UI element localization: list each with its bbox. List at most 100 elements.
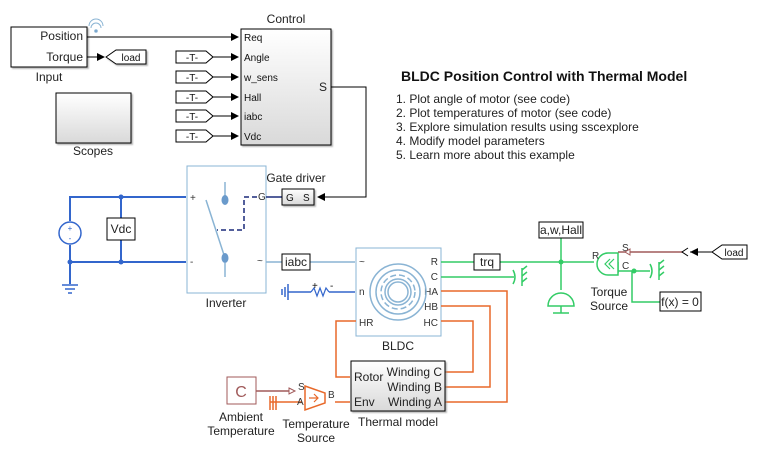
svg-text:G: G — [258, 192, 266, 203]
dc-voltage-source[interactable]: + - — [58, 221, 82, 245]
load-from-tag[interactable]: load — [711, 244, 748, 260]
svg-text:-T-: -T- — [186, 132, 198, 143]
svg-text:Req: Req — [244, 33, 262, 44]
scopes-label: Scopes — [73, 144, 113, 158]
svg-text:+: + — [312, 281, 318, 292]
svg-text:HC: HC — [424, 318, 438, 329]
from-tag-angle: -T- — [175, 50, 214, 64]
svg-text:Rotor: Rotor — [354, 370, 383, 384]
svg-text:-: - — [330, 281, 333, 292]
svg-text:trq: trq — [480, 255, 494, 269]
mechanical-reference-icon — [512, 265, 528, 286]
trq-goto[interactable]: trq — [473, 253, 501, 271]
svg-text:-T-: -T- — [186, 73, 198, 84]
wireless-icon — [88, 18, 104, 33]
svg-text:Winding C: Winding C — [387, 365, 443, 379]
thermal-wires[interactable] — [270, 290, 508, 403]
svg-text:HB: HB — [424, 302, 438, 313]
svg-text:G: G — [286, 193, 294, 204]
svg-text:C: C — [622, 261, 629, 272]
svg-text:~: ~ — [257, 256, 263, 267]
from-tags[interactable]: -T- -T- -T- -T- -T- — [175, 50, 214, 143]
input-label: Input — [36, 70, 63, 84]
svg-text:iabc: iabc — [285, 255, 307, 269]
ground-icon — [62, 284, 78, 294]
svg-text:~: ~ — [359, 257, 365, 268]
svg-text:-T-: -T- — [186, 112, 198, 123]
control-output-line[interactable] — [317, 86, 367, 201]
input-block[interactable]: Position Torque Input — [10, 26, 88, 84]
svg-text:A: A — [297, 397, 304, 408]
load-goto-tag[interactable]: load — [105, 49, 147, 65]
inverter-label: Inverter — [206, 296, 247, 310]
bldc-label: BLDC — [382, 339, 414, 353]
svg-text:S: S — [298, 382, 305, 393]
inverter-block[interactable]: + - G ~ Inverter — [186, 165, 267, 310]
svg-text:load: load — [122, 53, 141, 64]
model-title: BLDC Position Control with Thermal Model — [401, 68, 687, 84]
svg-text:Temperature: Temperature — [207, 424, 275, 438]
svg-text:+: + — [190, 193, 196, 204]
svg-text:C: C — [235, 384, 247, 401]
solver-configuration[interactable]: f(x) = 0 — [659, 291, 702, 312]
svg-text:Env: Env — [354, 395, 375, 409]
svg-text:Angle: Angle — [244, 53, 270, 64]
svg-text:Winding B: Winding B — [387, 380, 442, 394]
control-label: Control — [267, 12, 306, 26]
ps-converter[interactable] — [681, 247, 712, 257]
ambient-temperature-block[interactable]: C Ambient Temperature — [207, 376, 275, 438]
from-tag-w-sens: -T- — [175, 70, 214, 84]
ground-icon — [281, 284, 289, 300]
from-tag-hall: -T- — [175, 90, 214, 104]
gate-driver-label: Gate driver — [266, 171, 325, 185]
svg-text:-T-: -T- — [186, 53, 198, 64]
link-plot-angle[interactable]: 1. Plot angle of motor (see code) — [396, 92, 570, 106]
svg-text:Source: Source — [590, 299, 628, 313]
thermal-model-block[interactable]: Rotor Env Winding C Winding B Winding A … — [350, 360, 446, 429]
svg-text:Temperature: Temperature — [282, 417, 350, 431]
svg-text:Vdc: Vdc — [111, 222, 132, 236]
from-tag-iabc: -T- — [175, 109, 214, 123]
svg-text:S: S — [622, 243, 629, 254]
svg-text:B: B — [328, 390, 335, 401]
control-subsystem[interactable]: Control Req Angle w_sens Hall iabc Vdc S — [240, 12, 332, 146]
from-tag-vdc: -T- — [175, 129, 214, 143]
svg-text:-T-: -T- — [186, 93, 198, 104]
svg-text:+: + — [68, 224, 73, 233]
inertia-icon[interactable] — [547, 292, 575, 314]
switch-icon — [205, 182, 257, 277]
svg-text:Torque: Torque — [591, 285, 628, 299]
link-plot-temperatures[interactable]: 2. Plot temperatures of motor (see code) — [396, 106, 611, 120]
svg-text:HR: HR — [359, 318, 373, 329]
svg-text:a,w,Hall: a,w,Hall — [540, 223, 582, 237]
iabc-goto[interactable]: iabc — [281, 253, 311, 271]
svg-text:w_sens: w_sens — [243, 73, 278, 84]
svg-text:Vdc: Vdc — [244, 132, 261, 143]
svg-text:Hall: Hall — [244, 93, 261, 104]
svg-text:iabc: iabc — [244, 112, 262, 123]
bldc-motor-block[interactable]: ~ n HR R C HA HB HC BLDC — [355, 247, 442, 353]
input-port-torque: Torque — [46, 50, 83, 64]
svg-text:R: R — [431, 257, 438, 268]
svg-text:n: n — [359, 287, 365, 298]
link-sscexplore[interactable]: 3. Explore simulation results using ssce… — [396, 120, 639, 134]
neutral-resistor[interactable]: + - — [281, 281, 355, 300]
temperature-source-block[interactable]: S A B Temperature Source — [282, 382, 350, 445]
thermal-model-label: Thermal model — [358, 415, 438, 429]
torque-source-block[interactable]: R S C Torque Source — [590, 243, 629, 313]
vdc-goto[interactable]: Vdc — [106, 217, 136, 241]
motor-icon — [369, 263, 427, 321]
sensor-goto[interactable]: a,w,Hall — [538, 221, 584, 239]
input-port-position: Position — [40, 29, 83, 43]
svg-text:Ambient: Ambient — [219, 410, 264, 424]
scopes-block[interactable]: Scopes — [55, 92, 132, 158]
link-modify-parameters[interactable]: 4. Modify model parameters — [396, 134, 545, 148]
gate-driver-block[interactable]: G S Gate driver — [266, 171, 326, 206]
svg-text:R: R — [592, 251, 599, 262]
svg-text:f(x) = 0: f(x) = 0 — [661, 295, 699, 309]
svg-text:S: S — [319, 80, 327, 94]
svg-text:-: - — [190, 257, 193, 268]
thermal-reference-icon — [269, 396, 277, 410]
svg-text:C: C — [431, 272, 438, 283]
link-learn-more[interactable]: 5. Learn more about this example — [396, 148, 575, 162]
